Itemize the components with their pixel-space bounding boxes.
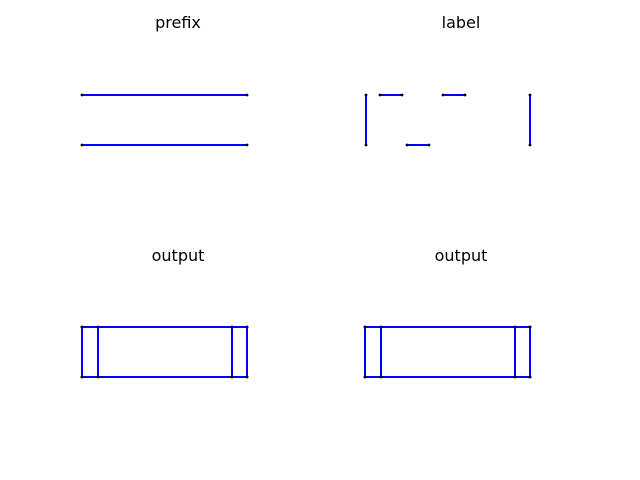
endpoint-prefix-1-1 (245, 143, 249, 147)
panel-title-prefix: prefix (155, 13, 201, 32)
endpoint-label-5-1 (427, 143, 431, 147)
endpoint-prefix-1-0 (80, 143, 84, 147)
endpoint-label-2-0 (364, 93, 368, 97)
endpoint-output-left-12-1 (245, 375, 249, 379)
panel-title-output-right: output (434, 246, 488, 265)
endpoint-output-left-10-0 (96, 325, 100, 329)
endpoint-output-right-17-1 (513, 375, 517, 379)
endpoint-output-right-18-1 (528, 375, 532, 379)
endpoint-output-left-11-0 (230, 325, 234, 329)
endpoint-prefix-0-1 (245, 93, 249, 97)
endpoint-output-right-18-0 (528, 325, 532, 329)
endpoint-output-left-10-1 (96, 375, 100, 379)
panel-title-label: label (441, 13, 481, 32)
endpoint-label-2-1 (364, 143, 368, 147)
endpoint-prefix-0-0 (80, 93, 84, 97)
endpoint-label-6-1 (528, 143, 532, 147)
endpoint-output-left-9-1 (80, 375, 84, 379)
endpoint-label-5-0 (405, 143, 409, 147)
endpoint-output-left-12-0 (245, 325, 249, 329)
endpoint-output-right-15-1 (363, 375, 367, 379)
endpoint-output-left-9-0 (80, 325, 84, 329)
endpoint-output-right-15-0 (363, 325, 367, 329)
endpoint-label-4-1 (463, 93, 467, 97)
endpoint-label-4-0 (441, 93, 445, 97)
endpoint-label-6-0 (528, 93, 532, 97)
endpoint-output-right-16-0 (379, 325, 383, 329)
endpoint-output-left-11-1 (230, 375, 234, 379)
panel-title-output-left: output (151, 246, 205, 265)
endpoint-output-right-16-1 (379, 375, 383, 379)
endpoint-label-3-1 (400, 93, 404, 97)
endpoint-label-3-0 (378, 93, 382, 97)
endpoint-output-right-17-0 (513, 325, 517, 329)
